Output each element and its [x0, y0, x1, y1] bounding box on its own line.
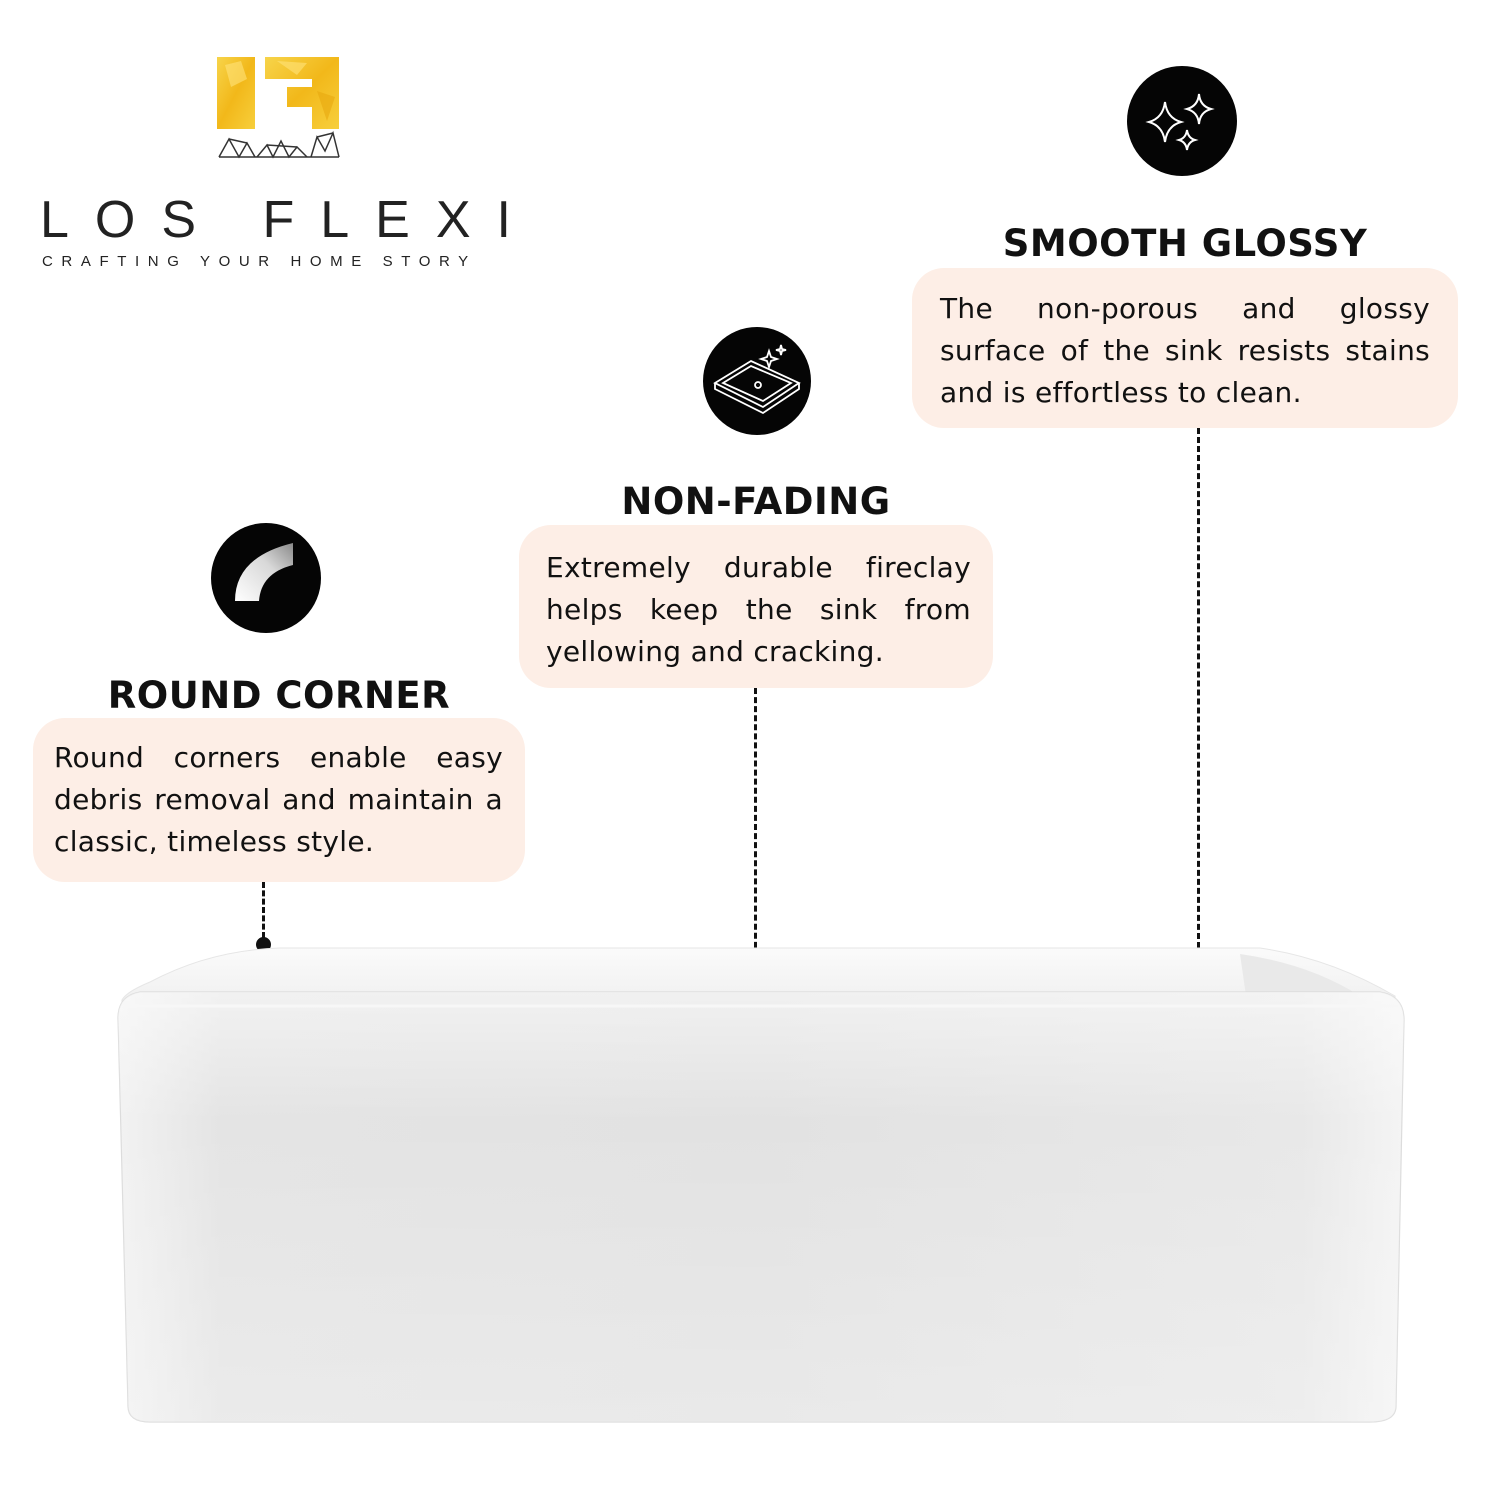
pointer-line-non-fading	[754, 688, 757, 966]
feature-card-non-fading: Extremely durable fireclay helps keep th…	[519, 525, 993, 688]
feature-text-round-corner: Round corners enable easy debris removal…	[54, 741, 503, 858]
sink-icon	[703, 327, 811, 435]
feature-text-smooth-glossy: The non-porous and glossy surface of the…	[940, 292, 1430, 409]
pointer-line-smooth-glossy	[1197, 428, 1200, 966]
feature-card-smooth-glossy: The non-porous and glossy surface of the…	[912, 268, 1458, 428]
brand-name: LOS FLEXI	[40, 191, 537, 249]
feature-card-round-corner: Round corners enable easy debris removal…	[33, 718, 525, 882]
farmhouse-sink-image	[0, 930, 1500, 1450]
sparkle-icon	[1127, 66, 1237, 176]
feature-title-smooth-glossy: SMOOTH GLOSSY	[1002, 222, 1368, 265]
brand-tagline: CRAFTING YOUR HOME STORY	[42, 253, 477, 270]
feature-title-non-fading: NON-FADING	[621, 480, 891, 523]
feature-title-round-corner: ROUND CORNER	[107, 674, 451, 717]
round-corner-icon	[211, 523, 321, 633]
los-flexi-logo-icon	[217, 57, 340, 160]
pointer-line-round-corner	[262, 882, 265, 938]
feature-text-non-fading: Extremely durable fireclay helps keep th…	[546, 551, 971, 668]
